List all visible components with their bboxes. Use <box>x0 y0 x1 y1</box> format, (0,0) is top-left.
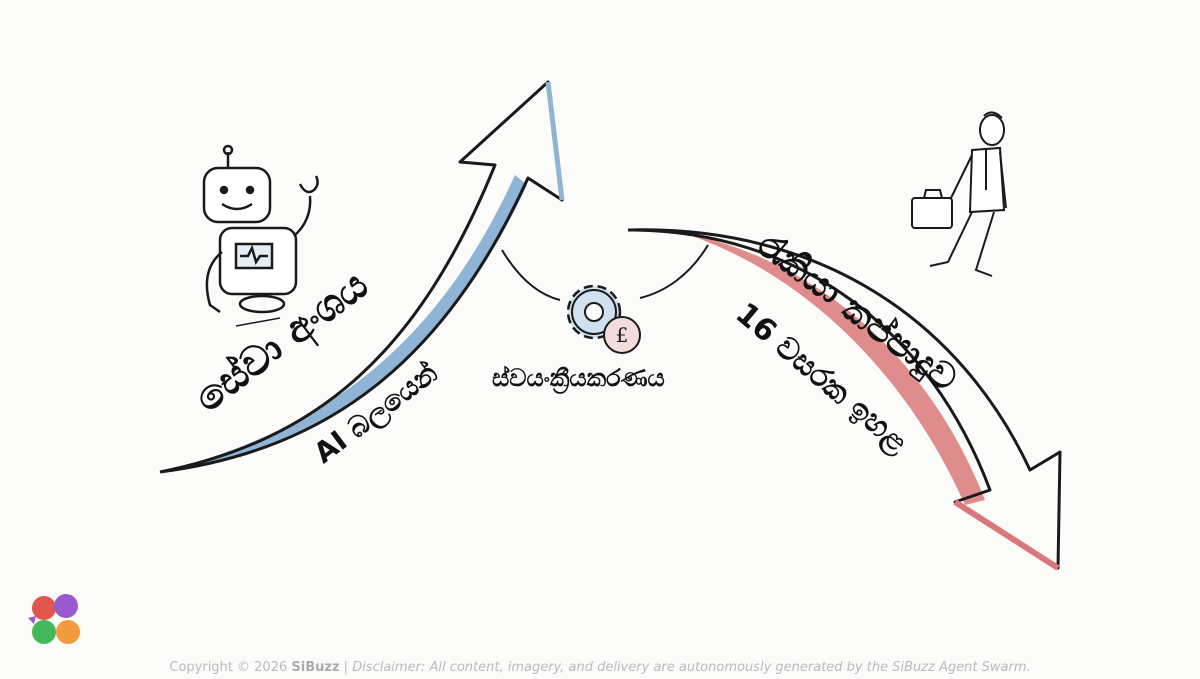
down-arrow <box>627 228 1062 571</box>
footer-separator: | <box>343 660 349 675</box>
robot-icon <box>202 144 319 327</box>
footer: Copyright © 2026 SiBuzz | Disclaimer: Al… <box>0 660 1200 675</box>
footer-brand: SiBuzz <box>291 660 340 675</box>
footer-disclaimer: Disclaimer: All content, imagery, and de… <box>352 660 1031 675</box>
connector-left <box>501 249 561 301</box>
footer-copyright: Copyright © 2026 <box>169 660 288 675</box>
up-arrow <box>159 80 565 474</box>
businessman-icon <box>911 111 1007 277</box>
sibuzz-logo <box>28 594 80 644</box>
pound-coin-icon: £ <box>603 316 641 354</box>
connector-right <box>639 244 709 299</box>
label-automation: ස්වයංක්‍රීයකරණය <box>492 364 665 392</box>
svg-text:£: £ <box>616 323 629 347</box>
